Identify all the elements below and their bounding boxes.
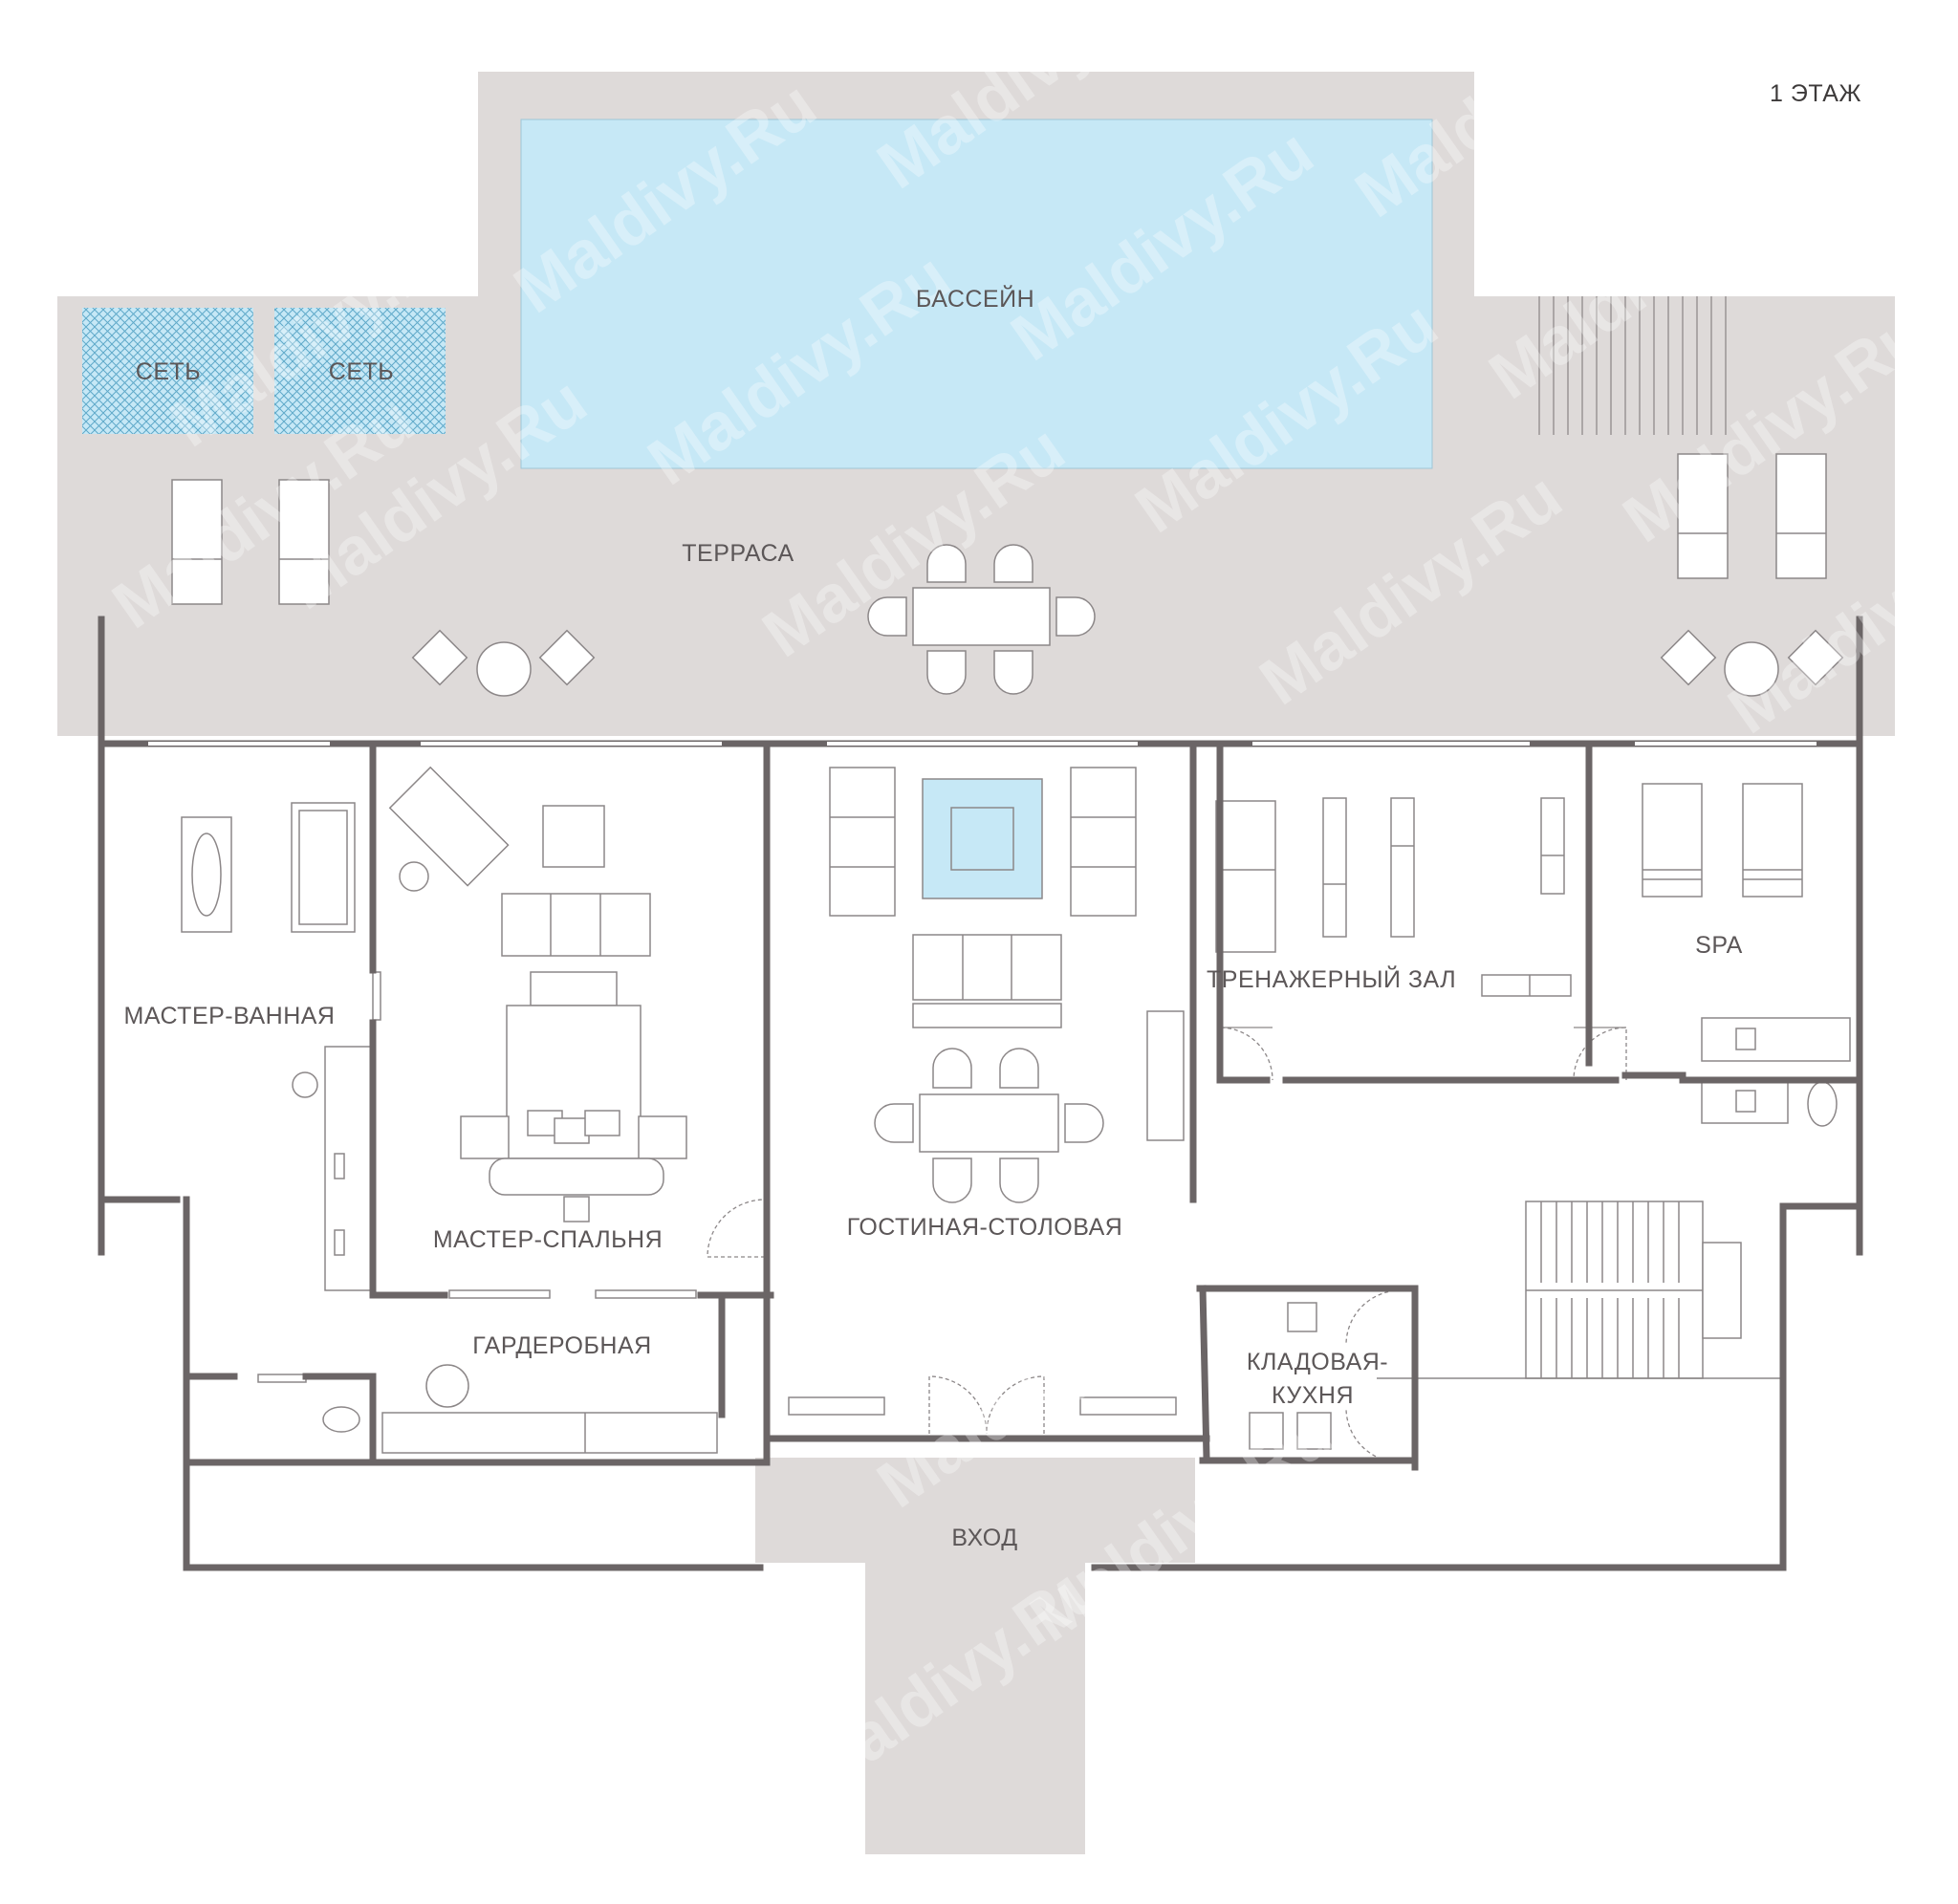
terrace-dining-set <box>867 544 1096 695</box>
pool <box>520 119 1433 469</box>
terrace-label: ТЕРРАСА <box>682 540 794 567</box>
pantry-label-line2: КУХНЯ <box>1272 1382 1354 1409</box>
living-dining-label: ГОСТИНАЯ-СТОЛОВАЯ <box>847 1214 1123 1241</box>
coffee-table <box>922 778 1043 899</box>
walls <box>98 616 1863 1571</box>
terrace-side-tables <box>411 629 1844 697</box>
net-left-label: СЕТЬ <box>136 358 201 385</box>
net-right-label: СЕТЬ <box>329 358 394 385</box>
wardrobe-fixtures <box>257 1364 718 1454</box>
gym-equipment <box>1215 797 1572 997</box>
spa-furniture <box>1642 783 1851 1127</box>
sliding-panels <box>372 971 1177 1416</box>
master-bath-label: МАСТЕР-ВАННАЯ <box>124 1003 336 1029</box>
wardrobe-label: ГАРДЕРОБНАЯ <box>472 1332 651 1359</box>
master-bedroom-label: МАСТЕР-СПАЛЬНЯ <box>433 1226 663 1253</box>
spa-label: SPA <box>1695 932 1743 959</box>
interior-stairs <box>1377 1201 1783 1379</box>
pantry-fixtures <box>1249 1302 1332 1450</box>
gym-label: ТРЕНАЖЕРНЫЙ ЗАЛ <box>1207 964 1456 993</box>
entrance-label: ВХОД <box>951 1525 1017 1551</box>
net-right <box>274 308 446 434</box>
pool-label: БАССЕЙН <box>916 284 1034 313</box>
floor-label: 1 ЭТАЖ <box>1770 80 1861 107</box>
terrace-stairs <box>1538 296 1727 435</box>
master-bath-fixtures <box>181 802 372 1433</box>
terrace-loungers <box>171 453 1827 605</box>
living-dining-furniture <box>829 767 1185 1203</box>
net-left <box>82 308 253 434</box>
master-bedroom-furniture <box>388 766 687 1222</box>
pantry-label-line1: КЛАДОВАЯ- <box>1247 1349 1388 1375</box>
